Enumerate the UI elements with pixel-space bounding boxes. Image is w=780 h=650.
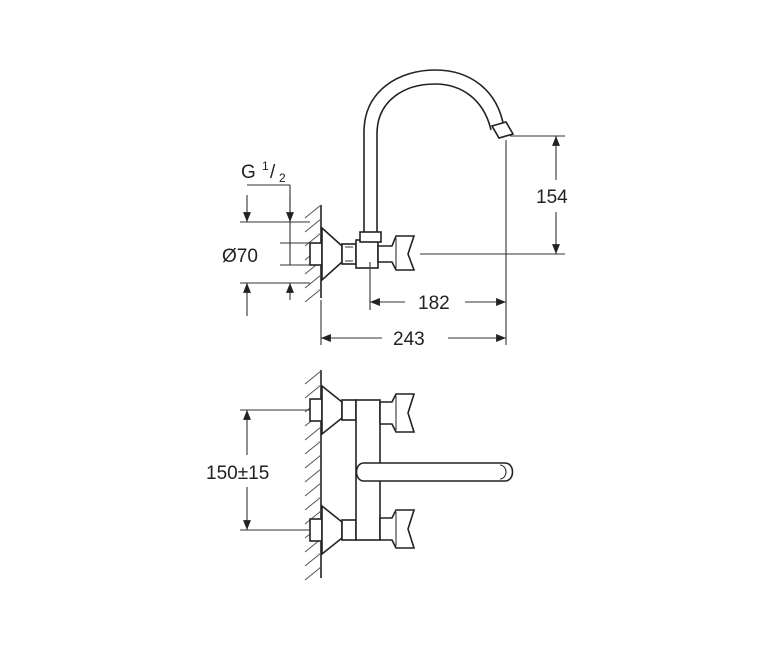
handle-lower [379, 509, 416, 549]
thread-slash: / [270, 162, 276, 183]
dim-left-top [240, 184, 310, 316]
dim-243 [320, 300, 506, 345]
outlet-reach-label: 182 [418, 293, 450, 314]
thread-subscript: 2 [279, 171, 286, 185]
handle-upper [379, 393, 416, 433]
wall-connection-upper [309, 384, 357, 436]
wall-connection-top [309, 226, 357, 282]
thread-superscript: 1 [262, 159, 269, 173]
spout-plan [355, 462, 514, 482]
valve-body-top [355, 239, 379, 269]
wall-connection-lower [309, 504, 357, 556]
spout [359, 69, 515, 243]
dim-182 [369, 140, 507, 345]
dim-150 [240, 409, 310, 531]
thread-label: G [241, 162, 256, 183]
diameter-label: Ø70 [222, 246, 258, 267]
spout-height-label: 154 [536, 187, 568, 208]
side-view: G 1 / 2 Ø70 154 182 243 [222, 69, 568, 350]
dim-154 [420, 135, 565, 255]
total-reach-label: 243 [393, 329, 425, 350]
centers-label: 150±15 [206, 463, 269, 484]
top-view: 150±15 [206, 370, 514, 581]
